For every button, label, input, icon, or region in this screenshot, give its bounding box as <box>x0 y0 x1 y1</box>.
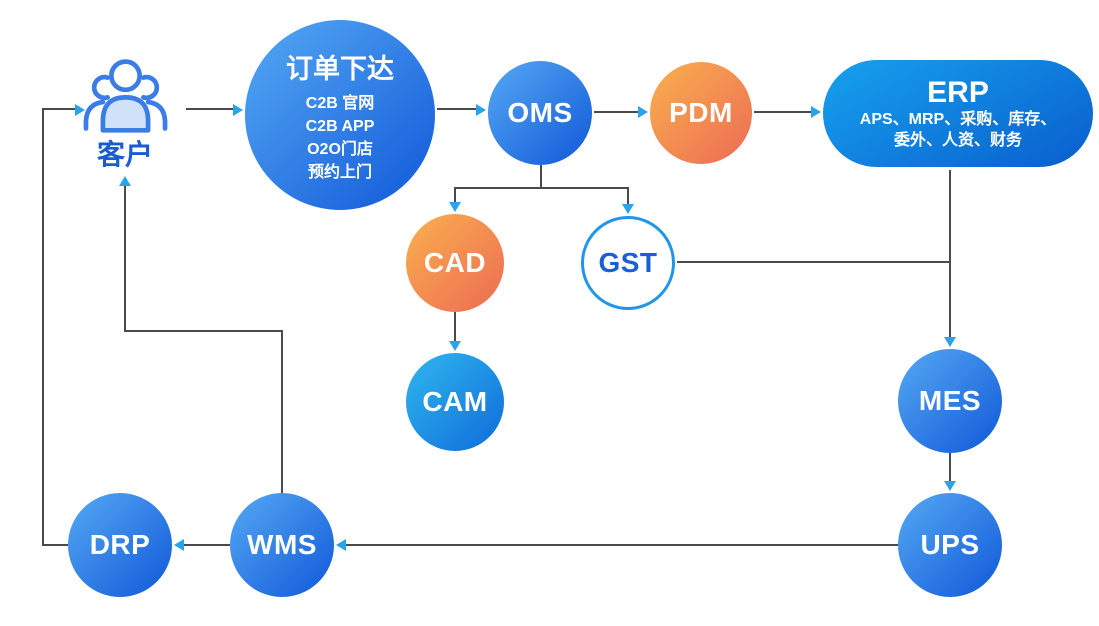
connector-gst-junction <box>677 261 951 263</box>
connector-drp-loop-vertical <box>42 109 44 546</box>
connector-customer-order <box>186 108 235 110</box>
arrowhead-loop-to-customer <box>75 104 85 116</box>
connector-cad-cam <box>454 312 456 343</box>
connector-oms-pdm <box>594 111 640 113</box>
erp-title: ERP <box>927 75 989 109</box>
connector-wms-customer-up <box>124 184 126 332</box>
connector-mes-ups <box>949 453 951 483</box>
node-oms: OMS <box>488 61 592 165</box>
connector-wms-customer-horizontal <box>124 330 283 332</box>
order-title: 订单下达 <box>286 53 394 84</box>
connector-branch-cad <box>454 187 456 204</box>
connector-oms-branch-drop <box>540 165 542 189</box>
connector-wms-up <box>281 331 283 493</box>
node-drp: DRP <box>68 493 172 597</box>
node-gst: GST <box>581 216 675 310</box>
order-channel-1: C2B 官网 <box>305 94 375 112</box>
node-erp: ERP APS、MRP、采购、库存、 委外、人资、财务 <box>823 60 1093 167</box>
erp-subtitle-line1: APS、MRP、采购、库存、 <box>859 110 1057 128</box>
arrowhead-to-gst <box>622 204 634 214</box>
arrowhead-ups-to-wms <box>336 539 346 551</box>
arrowhead-wms-to-customer <box>119 176 131 186</box>
connector-ups-wms <box>344 544 898 546</box>
connector-branch-gst <box>627 187 629 206</box>
customer-label: 客户 <box>96 139 153 170</box>
arrowhead-oms-to-pdm <box>638 106 648 118</box>
connector-order-oms <box>437 108 478 110</box>
node-pdm: PDM <box>650 62 752 164</box>
customer-group-icon <box>78 55 173 135</box>
arrowhead-customer-to-order <box>233 104 243 116</box>
order-channel-2: C2B APP <box>305 117 375 135</box>
arrowhead-cad-to-cam <box>449 341 461 351</box>
node-order: 订单下达 C2B 官网 C2B APP O2O门店 预约上门 <box>245 20 435 210</box>
arrowhead-pdm-to-erp <box>811 106 821 118</box>
arrowhead-order-to-oms <box>476 104 486 116</box>
connector-erp-mes <box>949 170 951 339</box>
node-ups: UPS <box>898 493 1002 597</box>
connector-wms-drp <box>182 544 230 546</box>
connector-drp-out <box>42 544 68 546</box>
order-channel-3: O2O门店 <box>307 140 373 158</box>
order-channel-4: 预约上门 <box>307 163 372 181</box>
connector-loop-customer <box>42 108 76 110</box>
connector-pdm-erp <box>754 111 813 113</box>
node-wms: WMS <box>230 493 334 597</box>
arrowhead-to-cad <box>449 202 461 212</box>
arrowhead-to-mes <box>944 337 956 347</box>
node-cam: CAM <box>406 353 504 451</box>
node-cad: CAD <box>406 214 504 312</box>
node-mes: MES <box>898 349 1002 453</box>
arrowhead-wms-to-drp <box>174 539 184 551</box>
arrowhead-mes-to-ups <box>944 481 956 491</box>
erp-subtitle-line2: 委外、人资、财务 <box>893 131 1022 149</box>
connector-branch-horizontal <box>454 187 629 189</box>
